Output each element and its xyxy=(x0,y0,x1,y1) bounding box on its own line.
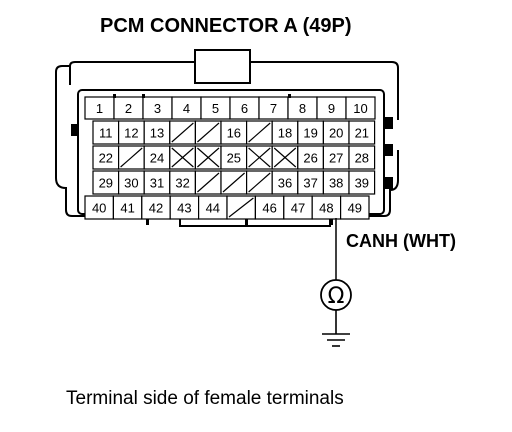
terminal-label: 46 xyxy=(262,201,276,216)
pin-marker xyxy=(146,219,149,225)
unused-terminal-mark xyxy=(171,122,194,143)
terminal-label: 31 xyxy=(150,176,164,191)
terminal-label: 13 xyxy=(150,126,164,141)
terminal-label: 5 xyxy=(212,101,219,116)
unused-terminal-mark xyxy=(248,122,271,143)
caption: Terminal side of female terminals xyxy=(66,388,344,409)
terminal-label: 49 xyxy=(348,201,362,216)
connector-title: PCM CONNECTOR A (49P) xyxy=(100,15,352,37)
ground-icon xyxy=(322,310,350,347)
terminal-label: 16 xyxy=(227,126,241,141)
terminal-label: 37 xyxy=(303,176,317,191)
terminal-label: 42 xyxy=(149,201,163,216)
unused-terminal-mark xyxy=(273,147,297,168)
terminal-label: 2 xyxy=(125,101,132,116)
terminal-label: 4 xyxy=(183,101,190,116)
wire-label: CANH (WHT) xyxy=(346,231,456,251)
terminal-cell xyxy=(340,195,370,220)
terminal-label: 19 xyxy=(303,126,317,141)
terminal-label: 30 xyxy=(124,176,138,191)
terminal-label: 24 xyxy=(150,151,164,166)
pin-marker xyxy=(142,94,145,98)
unused-terminal-mark xyxy=(120,147,143,168)
terminal-label: 1 xyxy=(96,101,103,116)
terminal-cell xyxy=(345,96,376,120)
terminal-cell xyxy=(348,170,376,195)
terminal-label: 27 xyxy=(329,151,343,166)
terminal-label: 10 xyxy=(353,101,367,116)
terminal-label: 48 xyxy=(319,201,333,216)
unused-terminal-mark xyxy=(248,147,271,168)
terminal-cell xyxy=(348,120,376,145)
unused-terminal-mark xyxy=(171,147,194,168)
terminal-label: 40 xyxy=(92,201,106,216)
terminal-cell xyxy=(348,145,376,170)
terminal-label: 25 xyxy=(227,151,241,166)
pin-marker xyxy=(288,94,291,98)
unused-terminal-mark xyxy=(197,172,220,193)
terminal-label: 47 xyxy=(291,201,305,216)
unused-terminal-mark xyxy=(197,122,220,143)
terminal-label: 3 xyxy=(154,101,161,116)
terminal-label: 36 xyxy=(278,176,292,191)
terminal-label: 44 xyxy=(206,201,220,216)
terminal-label: 29 xyxy=(99,176,113,191)
pin-marker xyxy=(113,94,116,98)
terminal-label: 7 xyxy=(270,101,277,116)
pin-marker xyxy=(330,219,333,225)
unused-terminal-mark xyxy=(197,147,220,168)
terminal-label: 18 xyxy=(278,126,292,141)
terminal-label: 6 xyxy=(241,101,248,116)
terminal-label: 43 xyxy=(177,201,191,216)
terminal-label: 11 xyxy=(99,126,113,141)
ohmmeter-icon: Ω xyxy=(320,279,352,311)
unused-terminal-mark xyxy=(222,172,245,193)
terminal-label: 9 xyxy=(328,101,335,116)
terminal-label: 8 xyxy=(299,101,306,116)
unused-terminal-mark xyxy=(248,172,271,193)
terminal-label: 28 xyxy=(355,151,369,166)
terminal-label: 41 xyxy=(120,201,134,216)
terminal-label: 21 xyxy=(355,126,369,141)
terminal-label: 32 xyxy=(175,176,189,191)
terminal-label: 26 xyxy=(303,151,317,166)
unused-terminal-mark xyxy=(228,197,254,218)
pin-marker xyxy=(245,219,248,225)
ohm-symbol: Ω xyxy=(328,284,345,309)
terminal-label: 38 xyxy=(329,176,343,191)
terminal-label: 12 xyxy=(124,126,138,141)
terminal-label: 22 xyxy=(99,151,113,166)
terminal-label: 39 xyxy=(355,176,369,191)
terminal-label: 20 xyxy=(329,126,343,141)
